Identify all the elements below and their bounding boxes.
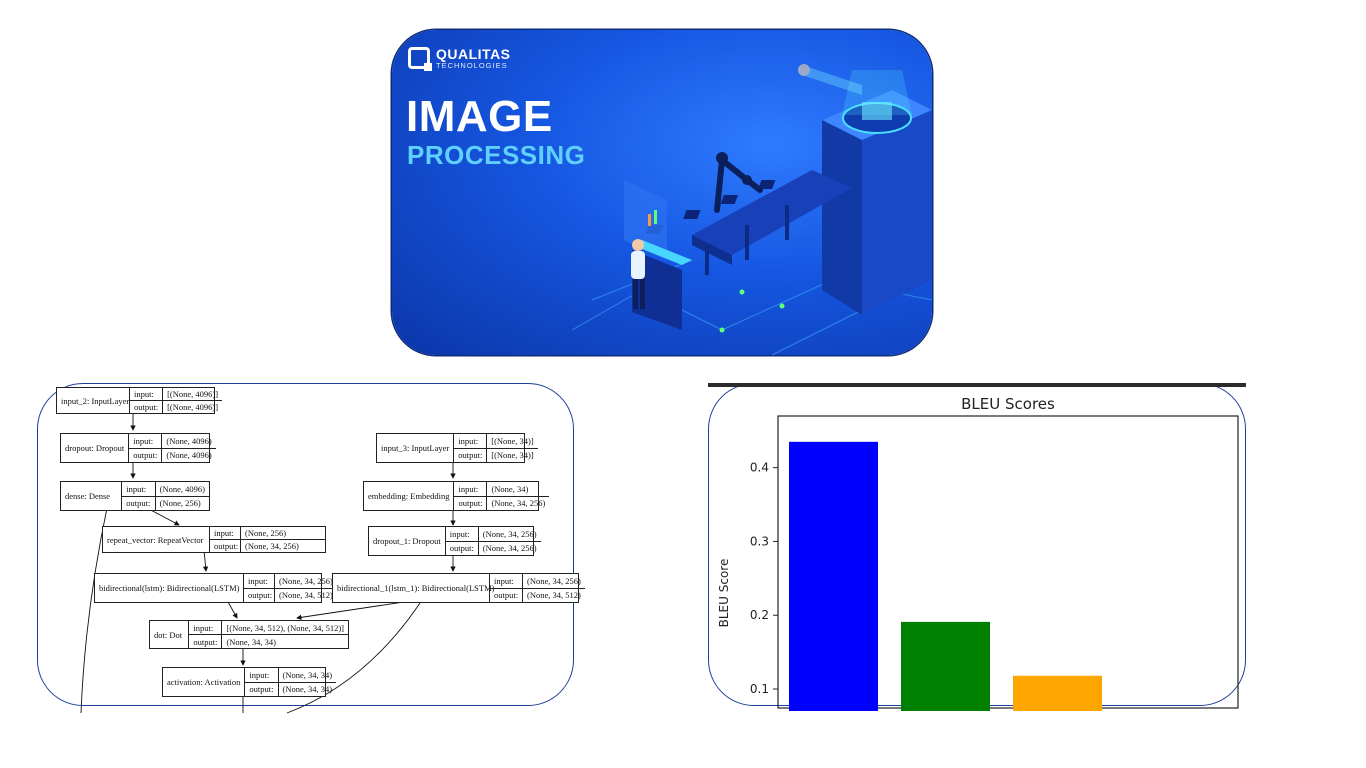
banner-title: IMAGE — [406, 92, 553, 141]
input-shape: (None, 4096) — [162, 434, 216, 449]
output-label: output: — [249, 684, 274, 695]
bleu-bar — [900, 621, 990, 711]
input-label: input: — [129, 434, 162, 449]
output-shape: (None, 34, 512) — [527, 590, 581, 601]
layer-name: bidirectional(lstm): Bidirectional(LSTM) — [95, 574, 244, 602]
layer-name: activation: Activation — [163, 668, 246, 696]
output-label: output: — [134, 402, 159, 412]
layer-name: input_3: InputLayer — [377, 434, 455, 462]
input-shape: (None, 34) — [487, 482, 550, 497]
plot-frame — [776, 414, 1239, 709]
output-label: output: — [214, 541, 239, 551]
output-shape: (None, 34, 34) — [226, 636, 277, 647]
output-shape: (None, 34, 256) — [491, 498, 546, 509]
output-shape: (None, 34, 512) — [279, 590, 333, 601]
input-label: input: — [130, 388, 163, 401]
layer-name: embedding: Embedding — [364, 482, 455, 510]
input-label: input: — [445, 527, 478, 542]
input-label: input: — [189, 621, 222, 635]
input-label: input: — [454, 482, 487, 497]
input-label: input: — [210, 527, 240, 540]
layer-name: dropout: Dropout — [61, 434, 130, 462]
output-shape: (None, 256) — [159, 498, 201, 509]
factory-illustration — [571, 64, 933, 356]
model-edges — [80, 412, 456, 713]
layer-name: dropout_1: Dropout — [369, 527, 446, 555]
model-layer-node: bidirectional_1(lstm_1): Bidirectional(L… — [332, 573, 585, 603]
logo-name: QUALITAS — [436, 46, 511, 62]
bleu-bar — [788, 441, 878, 711]
model-layer-node: bidirectional(lstm): Bidirectional(LSTM)… — [94, 573, 337, 603]
input-shape: [(None, 34)] — [487, 434, 538, 449]
input-shape: [(None, 34, 512), (None, 34, 512)] — [222, 621, 348, 635]
input-shape: (None, 4096) — [155, 482, 209, 497]
chart-top-strip — [707, 382, 1246, 387]
output-label: output: — [133, 450, 158, 461]
layer-name: input_2: InputLayer — [57, 388, 130, 413]
input-label: input: — [245, 668, 278, 683]
output-label: output: — [193, 636, 218, 647]
image-processing-banner: QUALITAS TECHNOLOGIES IMAGE PROCESSING — [392, 30, 933, 356]
input-shape: (None, 34, 256) — [478, 527, 541, 542]
output-label: output: — [126, 498, 151, 509]
y-tick-label: 0.2 — [749, 608, 768, 622]
banner-subtitle: PROCESSING — [407, 140, 586, 170]
output-shape: (None, 34, 256) — [245, 541, 299, 551]
input-label: input: — [454, 434, 487, 449]
chart-title: BLEU Scores — [961, 395, 1055, 413]
bleu-bar — [1012, 675, 1102, 711]
y-tick-label: 0.1 — [749, 682, 768, 696]
qualitas-logo-icon — [408, 47, 432, 71]
input-label: input: — [244, 574, 274, 589]
output-shape: (None, 34, 34) — [282, 684, 333, 695]
input-shape: [(None, 4096)] — [163, 388, 223, 401]
layer-name: dense: Dense — [61, 482, 123, 510]
y-axis-label: BLEU Score — [717, 558, 731, 627]
input-shape: (None, 34, 256) — [523, 574, 585, 589]
input-shape: (None, 34, 256) — [275, 574, 337, 589]
logo-subtitle: TECHNOLOGIES — [436, 61, 508, 70]
y-tick-label: 0.3 — [749, 534, 768, 548]
layer-name: repeat_vector: RepeatVector — [103, 527, 210, 552]
output-label: output: — [248, 590, 273, 601]
layer-name: bidirectional_1(lstm_1): Bidirectional(L… — [333, 574, 494, 602]
input-label: input: — [122, 482, 155, 497]
output-shape: (None, 4096) — [166, 450, 212, 461]
output-label: output: — [458, 450, 483, 461]
output-shape: (None, 34, 256) — [482, 543, 537, 554]
output-label: output: — [449, 543, 474, 554]
output-shape: [(None, 34)] — [491, 450, 534, 461]
y-tick-label: 0.4 — [749, 460, 768, 474]
input-shape: (None, 34, 34) — [278, 668, 337, 683]
input-shape: (None, 256) — [241, 527, 325, 540]
input-label: input: — [490, 574, 522, 589]
layer-name: dot: Dot — [150, 621, 190, 648]
output-label: output: — [494, 590, 519, 601]
output-label: output: — [458, 498, 483, 509]
output-shape: [(None, 4096)] — [167, 402, 219, 412]
